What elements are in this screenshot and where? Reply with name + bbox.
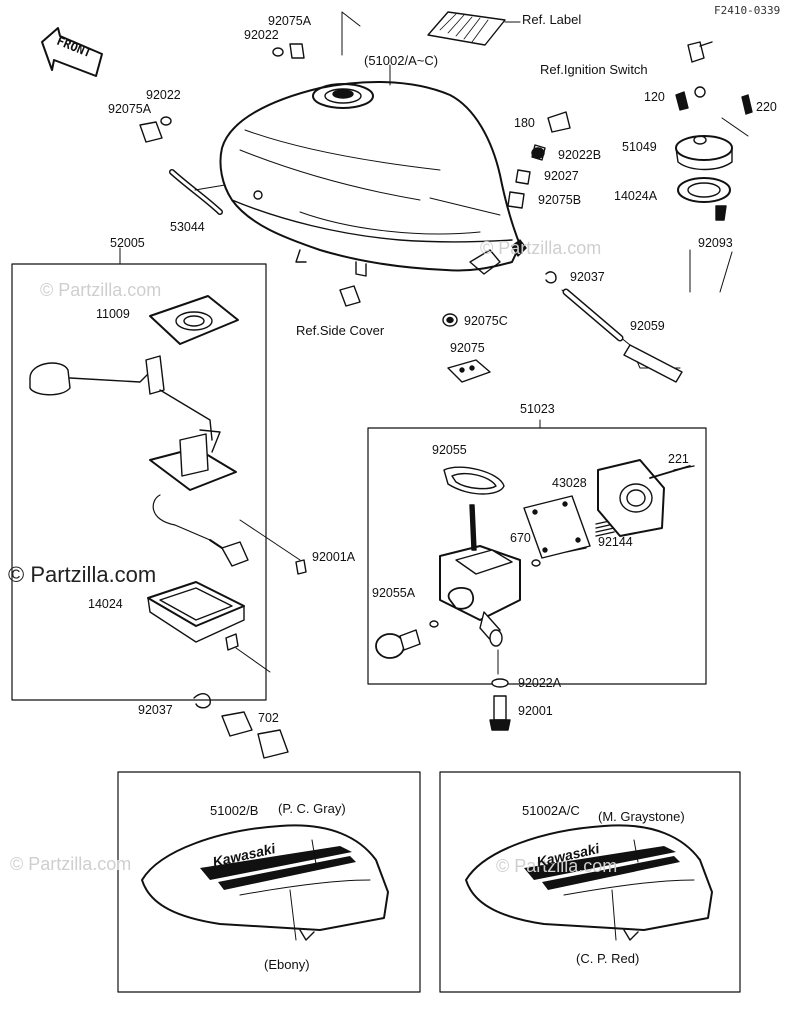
ref-label: Ref.Ignition Switch [540,62,648,77]
watermark: © Partzilla.com [496,856,618,876]
tank-variant-left-drawing [141,824,389,941]
color-label: (M. Graystone) [598,809,685,824]
part-label: 53044 [170,220,205,234]
part-label: 92075C [464,314,508,328]
part-label: 92055 [432,443,467,457]
part-label: 92055A [372,586,416,600]
part-label: 92027 [544,169,579,183]
part-label: 180 [514,116,535,130]
part-label: 14024 [88,597,123,611]
ref-label-drawing [427,11,521,46]
diagram-code: F2410-0339 [714,4,781,17]
ref-label: Ref.Side Cover [296,323,385,338]
part-label: 92022B [558,148,602,162]
color-label: (C. P. Red) [576,951,640,966]
watermark: © Partzilla.com [480,238,602,258]
watermark: © Partzilla.com [10,854,132,874]
tank-variant-right-drawing [465,824,713,941]
part-label: 51023 [520,402,555,416]
watermark: © Partzilla.com [40,280,162,300]
part-label: 52005 [110,236,145,250]
part-label: 92075B [538,193,582,207]
part-label: 92144 [598,535,633,549]
fuel-sender-drawing [29,355,307,575]
ref-label: Ref. Label [522,12,582,27]
color-label: (P. C. Gray) [278,801,346,816]
part-label: 51002A/C [522,803,580,818]
part-label: 92022 [244,28,279,42]
color-label: (Ebony) [264,957,310,972]
part-label: 120 [644,90,665,104]
part-label: 92059 [630,319,665,333]
part-label: 92001A [312,550,356,564]
part-label: 43028 [552,476,587,490]
part-label: 92093 [698,236,733,250]
part-label: 670 [510,531,531,545]
part-label: 702 [258,711,279,725]
watermark: © Partzilla.com [8,562,157,587]
part-label: 11009 [96,307,130,321]
part-label: 221 [668,452,689,466]
part-label: (51002/A~C) [364,53,439,68]
part-label: 92037 [570,270,605,284]
part-label: 220 [756,100,777,114]
part-label: 92075A [108,102,152,116]
part-label: 92001 [518,704,553,718]
fuel-tank-drawing [219,81,527,277]
part-label: 92075 [450,341,485,355]
part-label: 51002/B [210,803,259,818]
part-label: 92022 [146,88,181,102]
part-label: 14024A [614,189,658,203]
part-label: 51049 [622,140,657,154]
part-label: 92075A [268,14,312,28]
part-label: 92022A [518,676,562,690]
part-label: 92037 [138,703,173,717]
front-arrow-icon [41,27,103,77]
